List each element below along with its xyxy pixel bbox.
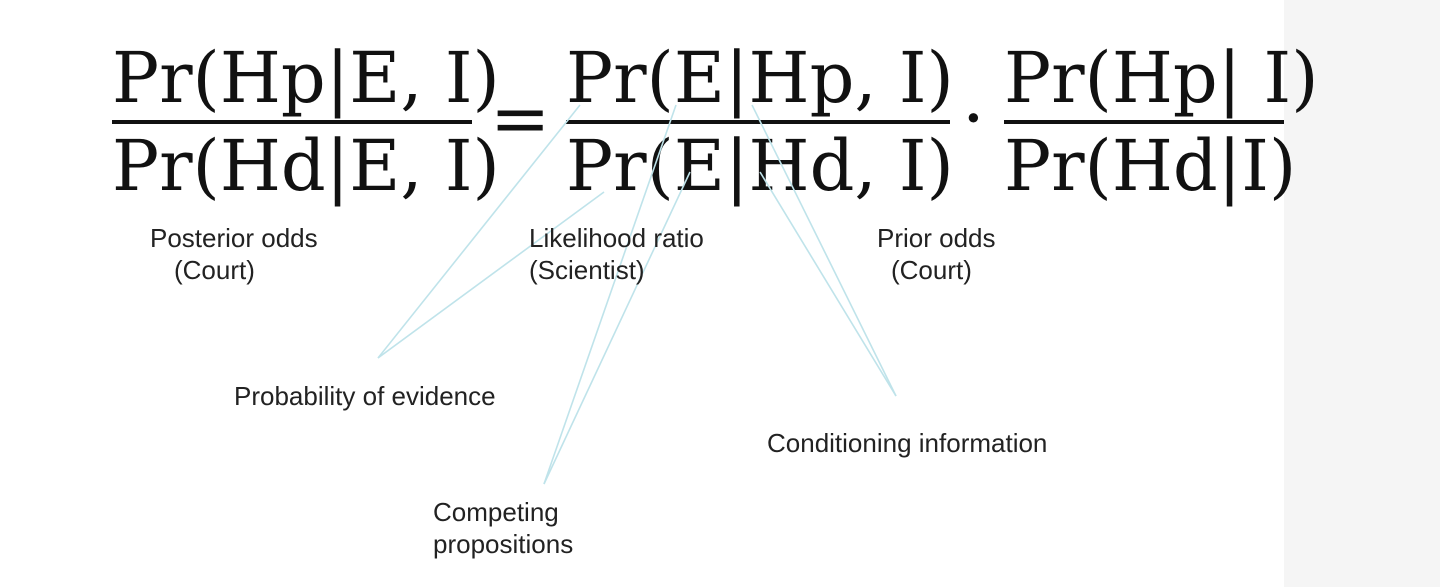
likelihood-ratio-title: Likelihood ratio — [529, 223, 704, 253]
conditioning-information-label: Conditioning information — [767, 428, 1048, 458]
competing-propositions-label: Competing propositions — [433, 496, 573, 560]
prior-odds-fraction: Pr(Hp| I) Pr(Hd|I) — [1004, 37, 1319, 207]
odds-formula: Pr(Hp|E, I) Pr(Hd|E, I) = Pr(E|Hp, I) Pr… — [0, 0, 1319, 220]
prior-numerator: Pr(Hp| I) — [1004, 37, 1319, 119]
likelihood-numerator: Pr(E|Hp, I) — [566, 37, 954, 119]
annotation-arrows — [377, 104, 897, 485]
competing-propositions-line2: propositions — [433, 529, 574, 559]
probability-of-evidence-label: Probability of evidence — [234, 381, 496, 411]
competing-propositions-line1: Competing — [433, 497, 559, 527]
posterior-odds-fraction: Pr(Hp|E, I) Pr(Hd|E, I) — [112, 37, 500, 207]
arrow-evidence-to-denominator — [377, 191, 605, 359]
prior-odds-title: Prior odds — [877, 223, 996, 253]
fraction-bar — [1004, 120, 1284, 124]
prior-denominator: Pr(Hd|I) — [1004, 125, 1297, 207]
posterior-numerator: Pr(Hp|E, I) — [112, 37, 500, 119]
multiply-dot: · — [962, 76, 985, 160]
posterior-denominator: Pr(Hd|E, I) — [112, 125, 500, 207]
arrow-propositions-to-hp — [543, 104, 677, 485]
likelihood-ratio-role: (Scientist) — [529, 255, 645, 285]
prior-odds-label: Prior odds (Court) — [877, 222, 996, 286]
fraction-bar — [112, 120, 472, 124]
likelihood-ratio-label: Likelihood ratio (Scientist) — [529, 222, 704, 286]
arrow-conditioning-to-numerator — [751, 104, 897, 397]
fraction-bar — [566, 120, 950, 124]
posterior-odds-label: Posterior odds (Court) — [150, 222, 318, 286]
equals-sign: = — [490, 76, 551, 160]
posterior-odds-title: Posterior odds — [150, 223, 318, 253]
arrow-propositions-to-hd — [543, 171, 691, 485]
likelihood-ratio-fraction: Pr(E|Hp, I) Pr(E|Hd, I) — [566, 37, 954, 207]
page-margin — [1284, 0, 1440, 587]
arrow-evidence-to-numerator — [377, 104, 581, 359]
arrow-conditioning-to-denominator — [759, 171, 897, 397]
posterior-odds-role: (Court) — [174, 255, 255, 285]
prior-odds-role: (Court) — [891, 255, 972, 285]
likelihood-denominator: Pr(E|Hd, I) — [566, 125, 954, 207]
